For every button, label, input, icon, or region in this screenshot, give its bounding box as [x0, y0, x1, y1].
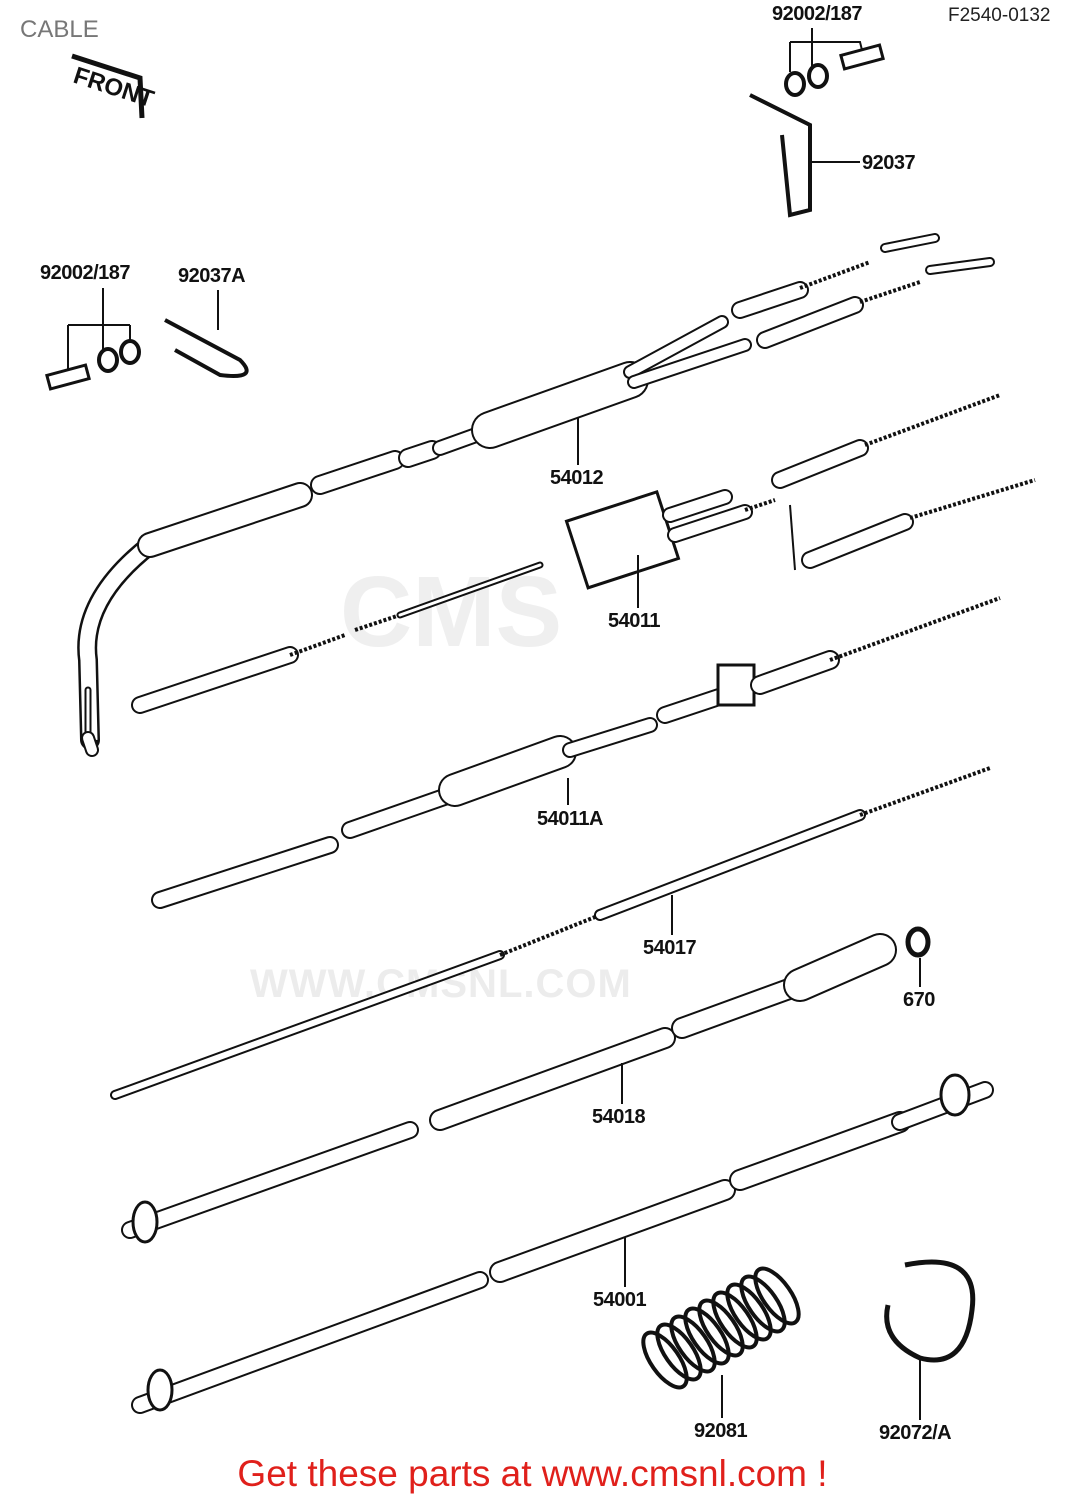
cable-54011a-mid-fill — [343, 788, 457, 837]
throttle-bend-fill — [79, 539, 155, 741]
cable-54011a-tube-fill — [564, 719, 656, 756]
spring-coil — [697, 1298, 745, 1358]
part-label-54011a[interactable]: 54011A — [537, 808, 603, 830]
spring-coil — [725, 1282, 773, 1342]
spring-coil — [683, 1306, 731, 1366]
choke-wire-2 — [354, 613, 401, 632]
footer-link[interactable]: Get these parts at www.cmsnl.com ! — [237, 1453, 828, 1494]
spring-coil — [669, 1314, 717, 1374]
part-label-92002-187-top[interactable]: 92002/187 — [772, 3, 863, 25]
choke-wire-3 — [744, 498, 776, 512]
cable-54001-upper-fill — [731, 1113, 909, 1189]
cable-54011a-fitting-fill — [752, 652, 838, 693]
part-label-92002-187-left[interactable]: 92002/187 — [40, 262, 131, 284]
cable-54018-nut — [131, 1200, 159, 1244]
diagram-code: F2540-0132 — [948, 5, 1051, 26]
throttle-lower-end-fill — [83, 733, 97, 755]
part-label-92081[interactable]: 92081 — [694, 1420, 748, 1442]
spring-coil — [641, 1330, 689, 1390]
cable-54001-mid-fill — [491, 1181, 734, 1281]
washer-670 — [905, 926, 931, 958]
part-label-54012[interactable]: 54012 — [550, 467, 604, 489]
cable-54001-lower-fill — [133, 1273, 487, 1412]
choke-divider — [789, 504, 796, 571]
throttle-split-a-fill — [625, 317, 727, 377]
cable-54011a-wire — [829, 596, 1001, 662]
throttle-end-a-fill — [733, 283, 807, 317]
part-label-54018[interactable]: 54018 — [592, 1106, 646, 1128]
spring-coil — [711, 1290, 759, 1350]
washer-top-a — [784, 71, 806, 97]
throttle-sleeve2-fill — [400, 442, 440, 466]
choke-wire-b — [909, 478, 1036, 520]
watermark-logo: CMS — [340, 556, 563, 668]
cable-54017-wire — [499, 913, 601, 957]
cable-54018-mid-fill — [431, 1029, 674, 1129]
part-label-54011[interactable]: 54011 — [608, 610, 661, 632]
spring-coil — [655, 1322, 703, 1382]
choke-end-a-fill — [773, 441, 867, 487]
washer-top-b — [807, 63, 829, 89]
cable-54017-wire2 — [859, 766, 991, 817]
cable-54011a-body-fill — [440, 737, 575, 805]
cable-54017-tube-fill — [112, 952, 503, 1098]
leader-92002-top-bracket — [790, 41, 863, 51]
choke-out-a-fill — [669, 506, 751, 541]
throttle-junction-fill — [473, 363, 647, 447]
part-label-92037a[interactable]: 92037A — [178, 265, 246, 287]
part-label-92072a[interactable]: 92072/A — [879, 1422, 952, 1444]
bolt-top — [839, 43, 885, 71]
choke-end-b-fill — [803, 515, 912, 567]
throttle-sleeve-fill — [312, 452, 403, 493]
choke-inner-fill — [398, 563, 542, 617]
clamp-92037a — [164, 318, 249, 378]
choke-tube-fill — [133, 648, 297, 712]
throttle-wire-b — [859, 280, 921, 304]
front-stamp-frame — [71, 53, 145, 119]
cable-54017-outer-fill — [596, 811, 864, 919]
choke-junction-box — [564, 489, 681, 590]
spring-coil — [739, 1274, 787, 1334]
cable-54001-nut — [146, 1368, 174, 1412]
cable-54001-top-nut — [939, 1073, 971, 1117]
throttle-split-b-fill — [629, 340, 750, 387]
watermark-url: WWW.CMSNL.COM — [250, 962, 632, 1006]
part-label-54017[interactable]: 54017 — [643, 937, 697, 959]
cable-54018-fitting-fill — [785, 935, 895, 1000]
clamp-92037 — [749, 93, 812, 218]
throttle-wire-a — [799, 260, 871, 290]
spring-coil — [753, 1266, 801, 1326]
diagram-title: CABLE — [20, 16, 99, 43]
part-label-54001[interactable]: 54001 — [593, 1289, 647, 1311]
part-label-92037[interactable]: 92037 — [862, 152, 916, 174]
throttle-nipple-a-fill — [882, 235, 938, 251]
throttle-end-b-fill — [758, 298, 862, 347]
throttle-nipple-b-fill — [927, 259, 993, 273]
washer-left-a — [97, 347, 119, 373]
part-label-670[interactable]: 670 — [903, 989, 935, 1011]
choke-wire-a — [864, 393, 1001, 447]
washer-left-b — [119, 339, 141, 365]
band-clamp-92072a — [884, 1259, 976, 1363]
cable-54018-lower-fill — [123, 1123, 417, 1237]
cable-54011a-block — [716, 663, 756, 707]
cable-54011a-end-fill — [153, 838, 337, 907]
throttle-tube-fill — [139, 484, 311, 556]
choke-out-b-fill — [664, 491, 731, 521]
cable-54018-upper-fill — [673, 976, 809, 1037]
bolt-left — [45, 363, 91, 391]
